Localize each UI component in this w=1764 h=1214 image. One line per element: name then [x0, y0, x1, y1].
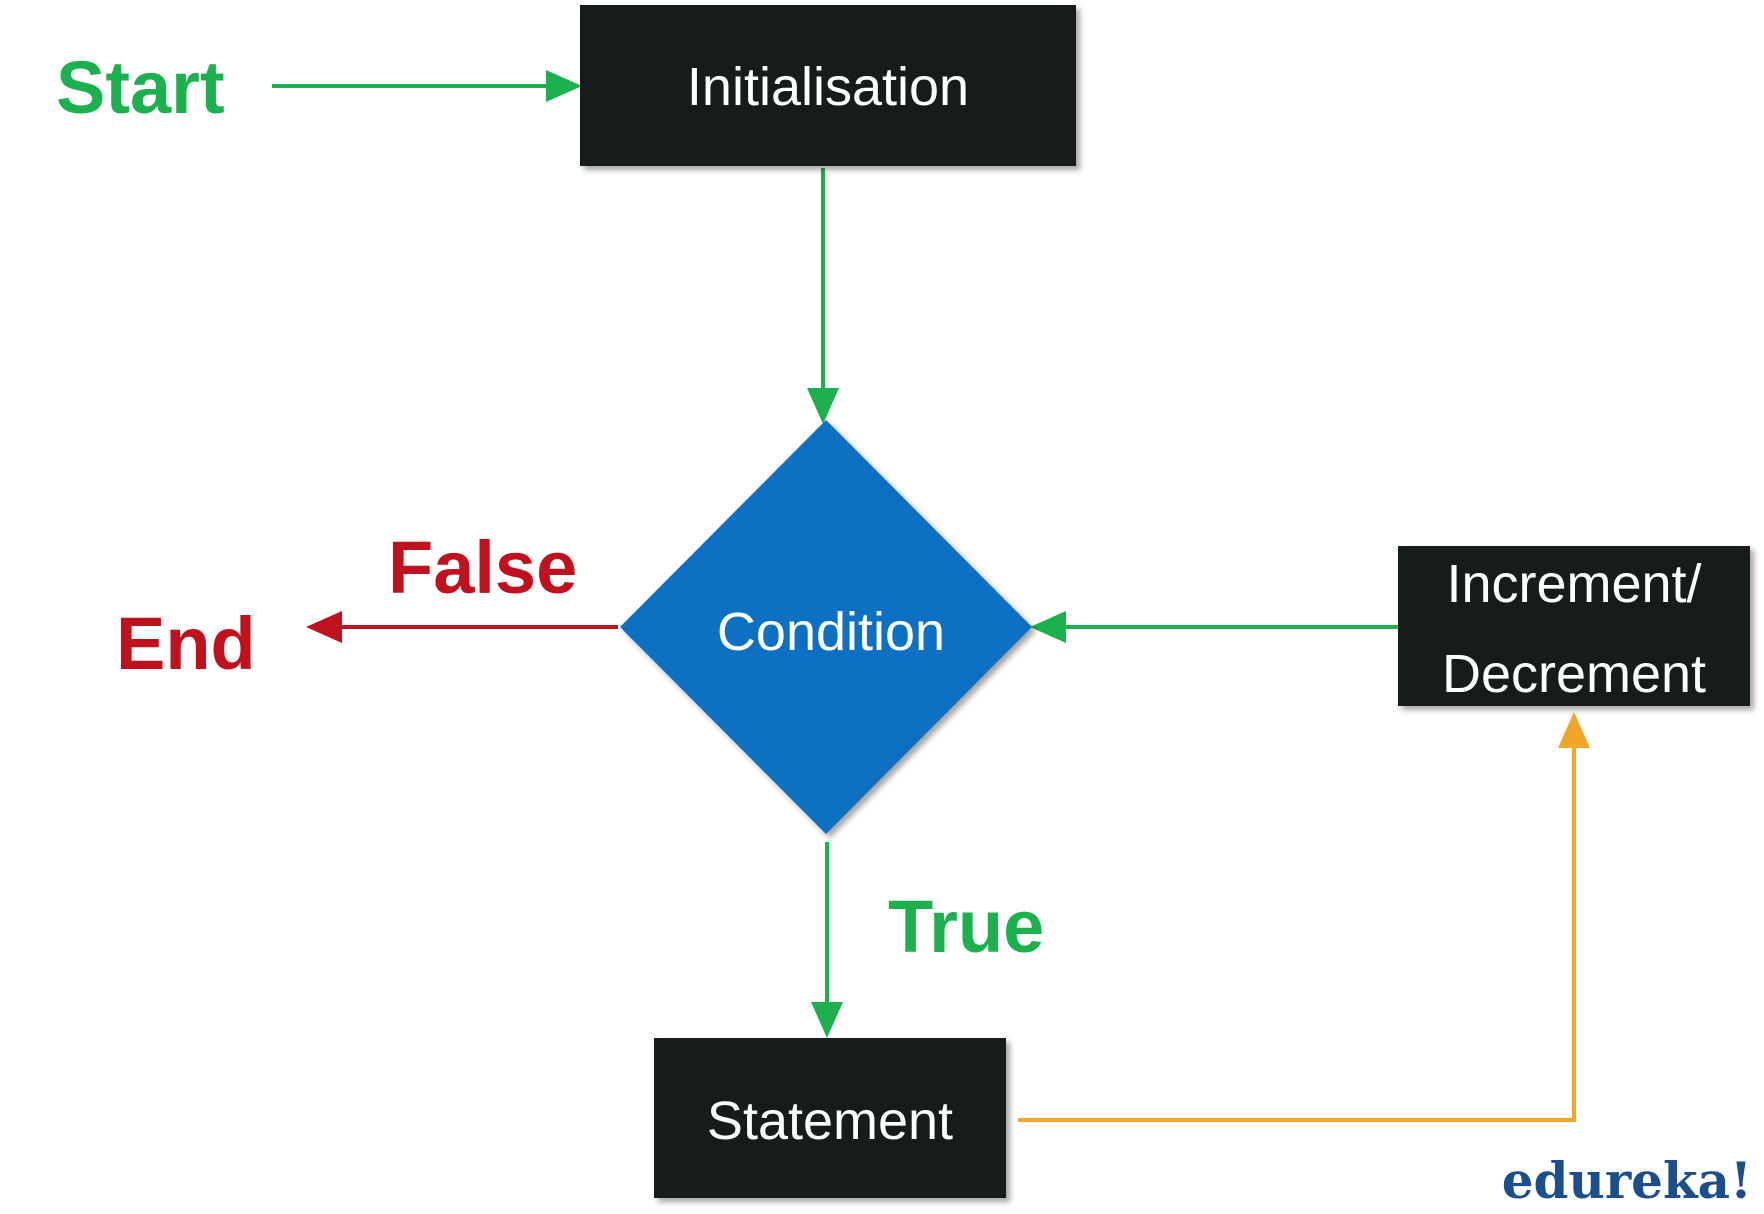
initialisation-label: Initialisation: [687, 57, 969, 117]
increment-decrement-node: Increment/ Decrement: [1398, 546, 1750, 706]
initialisation-node: Initialisation: [580, 5, 1076, 166]
statement-label: Statement: [707, 1091, 953, 1151]
statement-node: Statement: [654, 1038, 1006, 1198]
increment-label-line2: Decrement: [1442, 644, 1706, 704]
condition-node: Condition: [620, 420, 1032, 834]
true-label: True: [888, 885, 1044, 968]
edureka-logo: edureka!: [1502, 1151, 1752, 1210]
statement-to-increment-arrow: [1018, 712, 1590, 1122]
start-label: Start: [56, 46, 225, 129]
increment-label-line1: Increment/: [1446, 554, 1701, 614]
false-label: False: [388, 526, 577, 609]
end-label: End: [116, 602, 256, 685]
condition-label: Condition: [717, 602, 945, 662]
